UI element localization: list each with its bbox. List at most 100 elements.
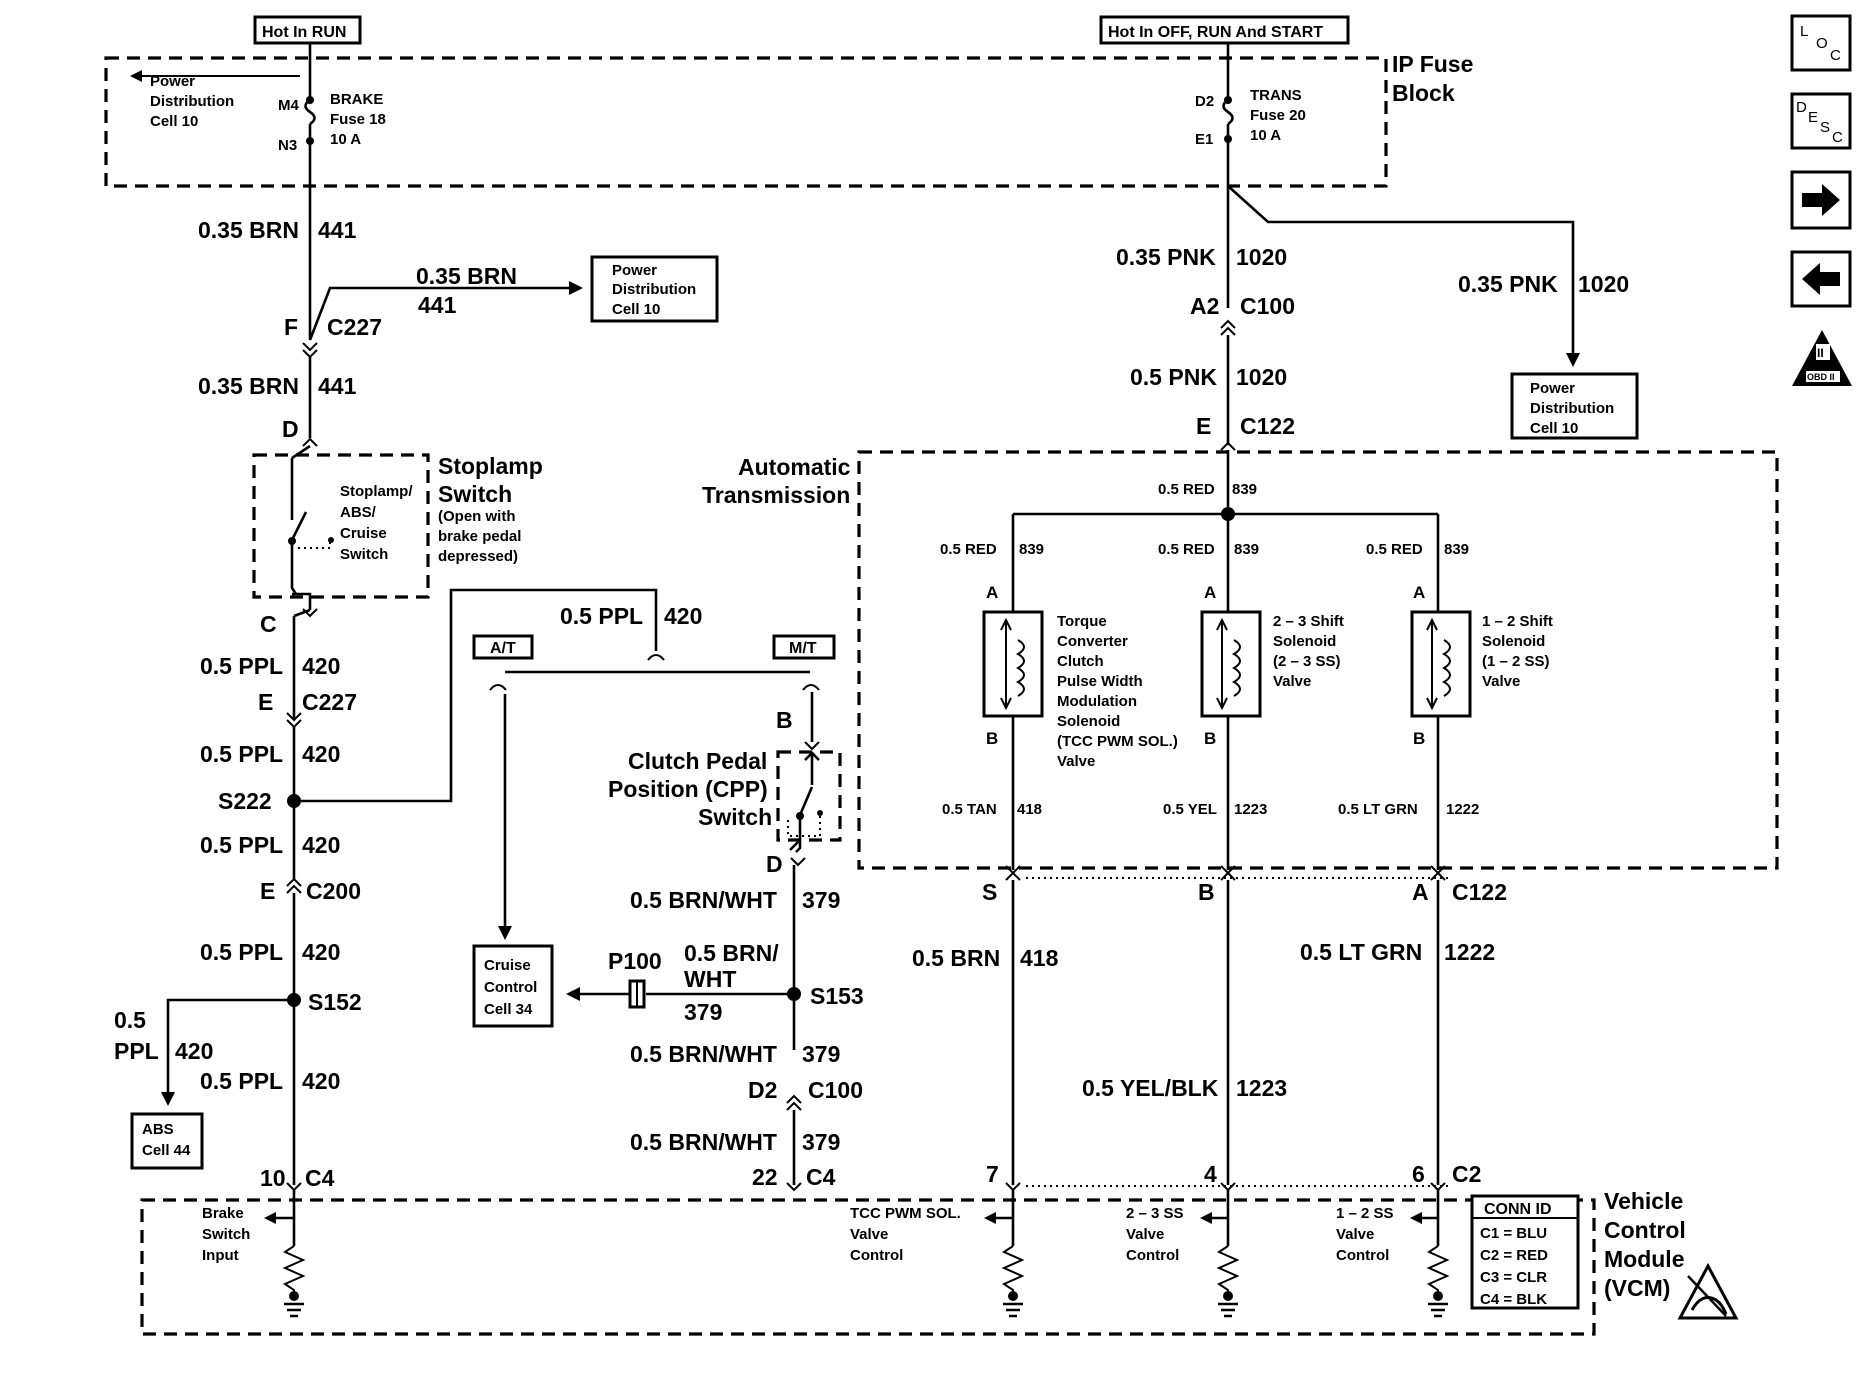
ss12-control-resistor [1426,1245,1450,1296]
wire-839-mid-circuit: 839 [1234,541,1259,558]
svg-text:O: O [1816,35,1828,52]
svg-text:Pulse Width: Pulse Width [1057,673,1143,690]
ss12-solenoid-coil [1442,639,1451,697]
wire-379-branch-gauge-b: WHT [684,966,736,992]
hot-in-off-run-start-box [1099,15,1350,45]
c200-conn: C200 [306,878,361,904]
svg-text:Fuse 18: Fuse 18 [330,111,386,128]
wire-420-gauge-c: 0.5 PPL [200,832,283,858]
svg-text:A: A [1413,583,1425,602]
wire-441-circuit-mid: 441 [318,373,357,399]
svg-text:10 A: 10 A [1250,127,1281,144]
next-page-button[interactable] [1790,170,1852,230]
ss23-solenoid-label: 2 – 3 Shift [1273,613,1344,630]
svg-text:Fuse 20: Fuse 20 [1250,107,1306,124]
svg-text:Power: Power [612,262,657,279]
svg-text:B: B [1413,729,1425,748]
c122-e-pin: E [1196,413,1211,439]
svg-text:ABS/: ABS/ [340,504,377,521]
desc-nav-button[interactable]: D E S C [1790,92,1852,150]
ss12-solenoid-body [1410,610,1472,718]
tcc-solenoid-body [982,610,1044,718]
svg-text:Cell 10: Cell 10 [612,301,660,318]
wire-420-gauge-e: 0.5 PPL [200,1068,283,1094]
abs-cell44-box [130,1112,204,1170]
wire-420-abs-gauge-b: PPL [114,1038,159,1064]
c227-e-conn: C227 [302,689,357,715]
svg-text:Solenoid: Solenoid [1273,633,1336,650]
cpp-pin-d: D [766,851,783,877]
prev-page-button[interactable] [1790,250,1852,308]
wire-420-abs-circuit: 420 [175,1038,213,1064]
wire-1020-branch [1227,185,1575,357]
c2-pin-4: 4 [1204,1161,1217,1187]
brake-fuse-label: BRAKE [330,91,383,108]
wire-420-circuit-c: 420 [302,832,340,858]
svg-text:D: D [1796,99,1807,116]
wire-441-branch-circuit: 441 [418,292,457,318]
wire-418-in-gauge: 0.5 TAN [942,801,997,818]
wire-441-circuit-top: 441 [318,217,357,243]
loc-nav-button[interactable]: L O C [1790,14,1852,72]
wire-420-clutch-feed [294,588,658,803]
brake-fuse-element [304,98,316,126]
wire-1020-gauge-a: 0.35 PNK [1116,244,1216,270]
wire-379-gauge-c: 0.5 BRN/WHT [630,1129,777,1155]
c100-d2-connector [786,1094,802,1111]
wire-418-out-circuit: 418 [1020,945,1059,971]
wire-1222-in-gauge: 0.5 LT GRN [1338,801,1418,818]
svg-text:Cruise: Cruise [484,957,531,974]
wire-418-in-circuit: 418 [1017,801,1042,818]
obd-ii-icon[interactable]: II OBD II [1792,330,1852,386]
wire-1223-out-circuit: 1223 [1236,1075,1287,1101]
wire-441-branch-arrow [569,281,583,295]
wire-1020-circuit-b: 1020 [1236,364,1287,390]
svg-text:Cell 44: Cell 44 [142,1142,191,1159]
c2-conn: C2 [1452,1161,1481,1187]
conn-id-row: C1 = BLU [1480,1225,1547,1242]
stoplamp-switch-inner-label: Stoplamp/ [340,483,413,500]
svg-text:L: L [1800,23,1808,40]
wire-1020-circuit-a: 1020 [1236,244,1287,270]
conn-id-row: C2 = RED [1480,1247,1548,1264]
s222-label: S222 [218,788,272,814]
wire-379-gauge-b: 0.5 BRN/WHT [630,1041,777,1067]
s152-label: S152 [308,989,362,1015]
ground-icon [1003,1302,1023,1318]
wire-379-branch-circuit: 379 [684,999,722,1025]
c200-connector [286,877,302,894]
wire-420-abs-gauge-a: 0.5 [114,1007,146,1033]
c122-pin-s: S [982,879,997,905]
c227-f-conn: C227 [327,314,382,340]
esd-warning-icon [1677,1262,1739,1320]
svg-text:Cell 10: Cell 10 [1530,420,1578,437]
svg-text:C: C [1832,129,1843,146]
power-dist-cell10-top: Power [150,73,195,90]
vcm-title: Vehicle [1604,1188,1683,1214]
tcc-pin-a: A [986,583,998,602]
power-dist-cell10-box-b [1510,372,1639,440]
c100-d2-pin: D2 [748,1077,777,1103]
wire-420-gauge-d: 0.5 PPL [200,939,283,965]
p100-label: P100 [608,948,662,974]
stoplamp-pin-d: D [282,416,299,442]
svg-text:Switch: Switch [202,1226,250,1243]
wire-420-top-gauge: 0.5 PPL [560,603,643,629]
wire-839-main-gauge: 0.5 RED [1158,481,1215,498]
tcc-solenoid-label: Torque [1057,613,1107,630]
brake-fuse-pin-out: N3 [278,137,297,154]
wire-420-circuit-b: 420 [302,741,340,767]
trans-fuse-label: TRANS [1250,87,1302,104]
svg-text:Switch: Switch [438,481,512,507]
svg-text:E: E [1808,109,1818,126]
tcc-pin-b: B [986,729,998,748]
brake-input-resistor [282,1245,306,1296]
wire-441-gauge-top: 0.35 BRN [198,217,299,243]
stoplamp-switch-blade [290,511,308,541]
c100-a2-connector [1220,319,1236,336]
svg-text:Clutch: Clutch [1057,653,1104,670]
svg-text:Switch: Switch [340,546,388,563]
svg-text:C: C [1830,47,1841,64]
s153-label: S153 [810,983,864,1009]
